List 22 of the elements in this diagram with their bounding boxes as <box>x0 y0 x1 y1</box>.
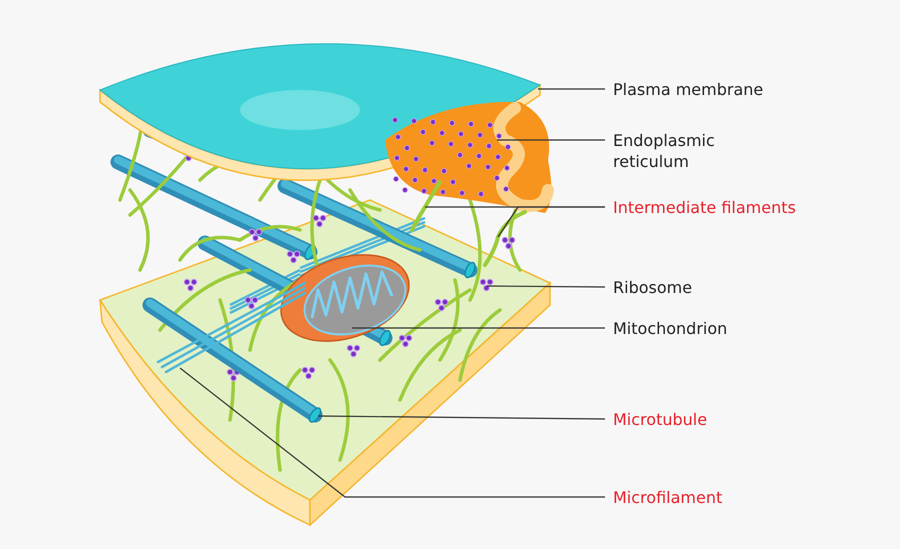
leader-line <box>318 415 605 420</box>
microfilament-bundle <box>156 282 306 374</box>
part-label: Endoplasmic reticulum <box>613 130 716 172</box>
leader-line <box>487 285 605 288</box>
filament-strand <box>483 210 527 267</box>
part-label: Ribosome <box>613 277 694 298</box>
leader-line <box>538 88 605 90</box>
ribosome-cluster <box>480 278 494 292</box>
part-label: Plasma membrane <box>613 79 764 100</box>
leader-line <box>498 206 605 238</box>
leader-line <box>352 327 605 329</box>
leader-line <box>180 368 605 498</box>
endoplasmic-reticulum-drawing <box>385 102 554 213</box>
mitochondrion-drawing <box>280 254 410 342</box>
part-label: Mitochondrion <box>613 318 728 339</box>
leader-line <box>497 139 605 141</box>
plasma-membrane-layer <box>99 43 541 181</box>
part-label: Intermediate filaments <box>613 197 797 218</box>
part-label: Microtubule <box>613 409 708 430</box>
part-label: Microfilament <box>613 487 724 508</box>
microtubule-tube <box>142 298 322 423</box>
filament-strand <box>410 180 442 232</box>
